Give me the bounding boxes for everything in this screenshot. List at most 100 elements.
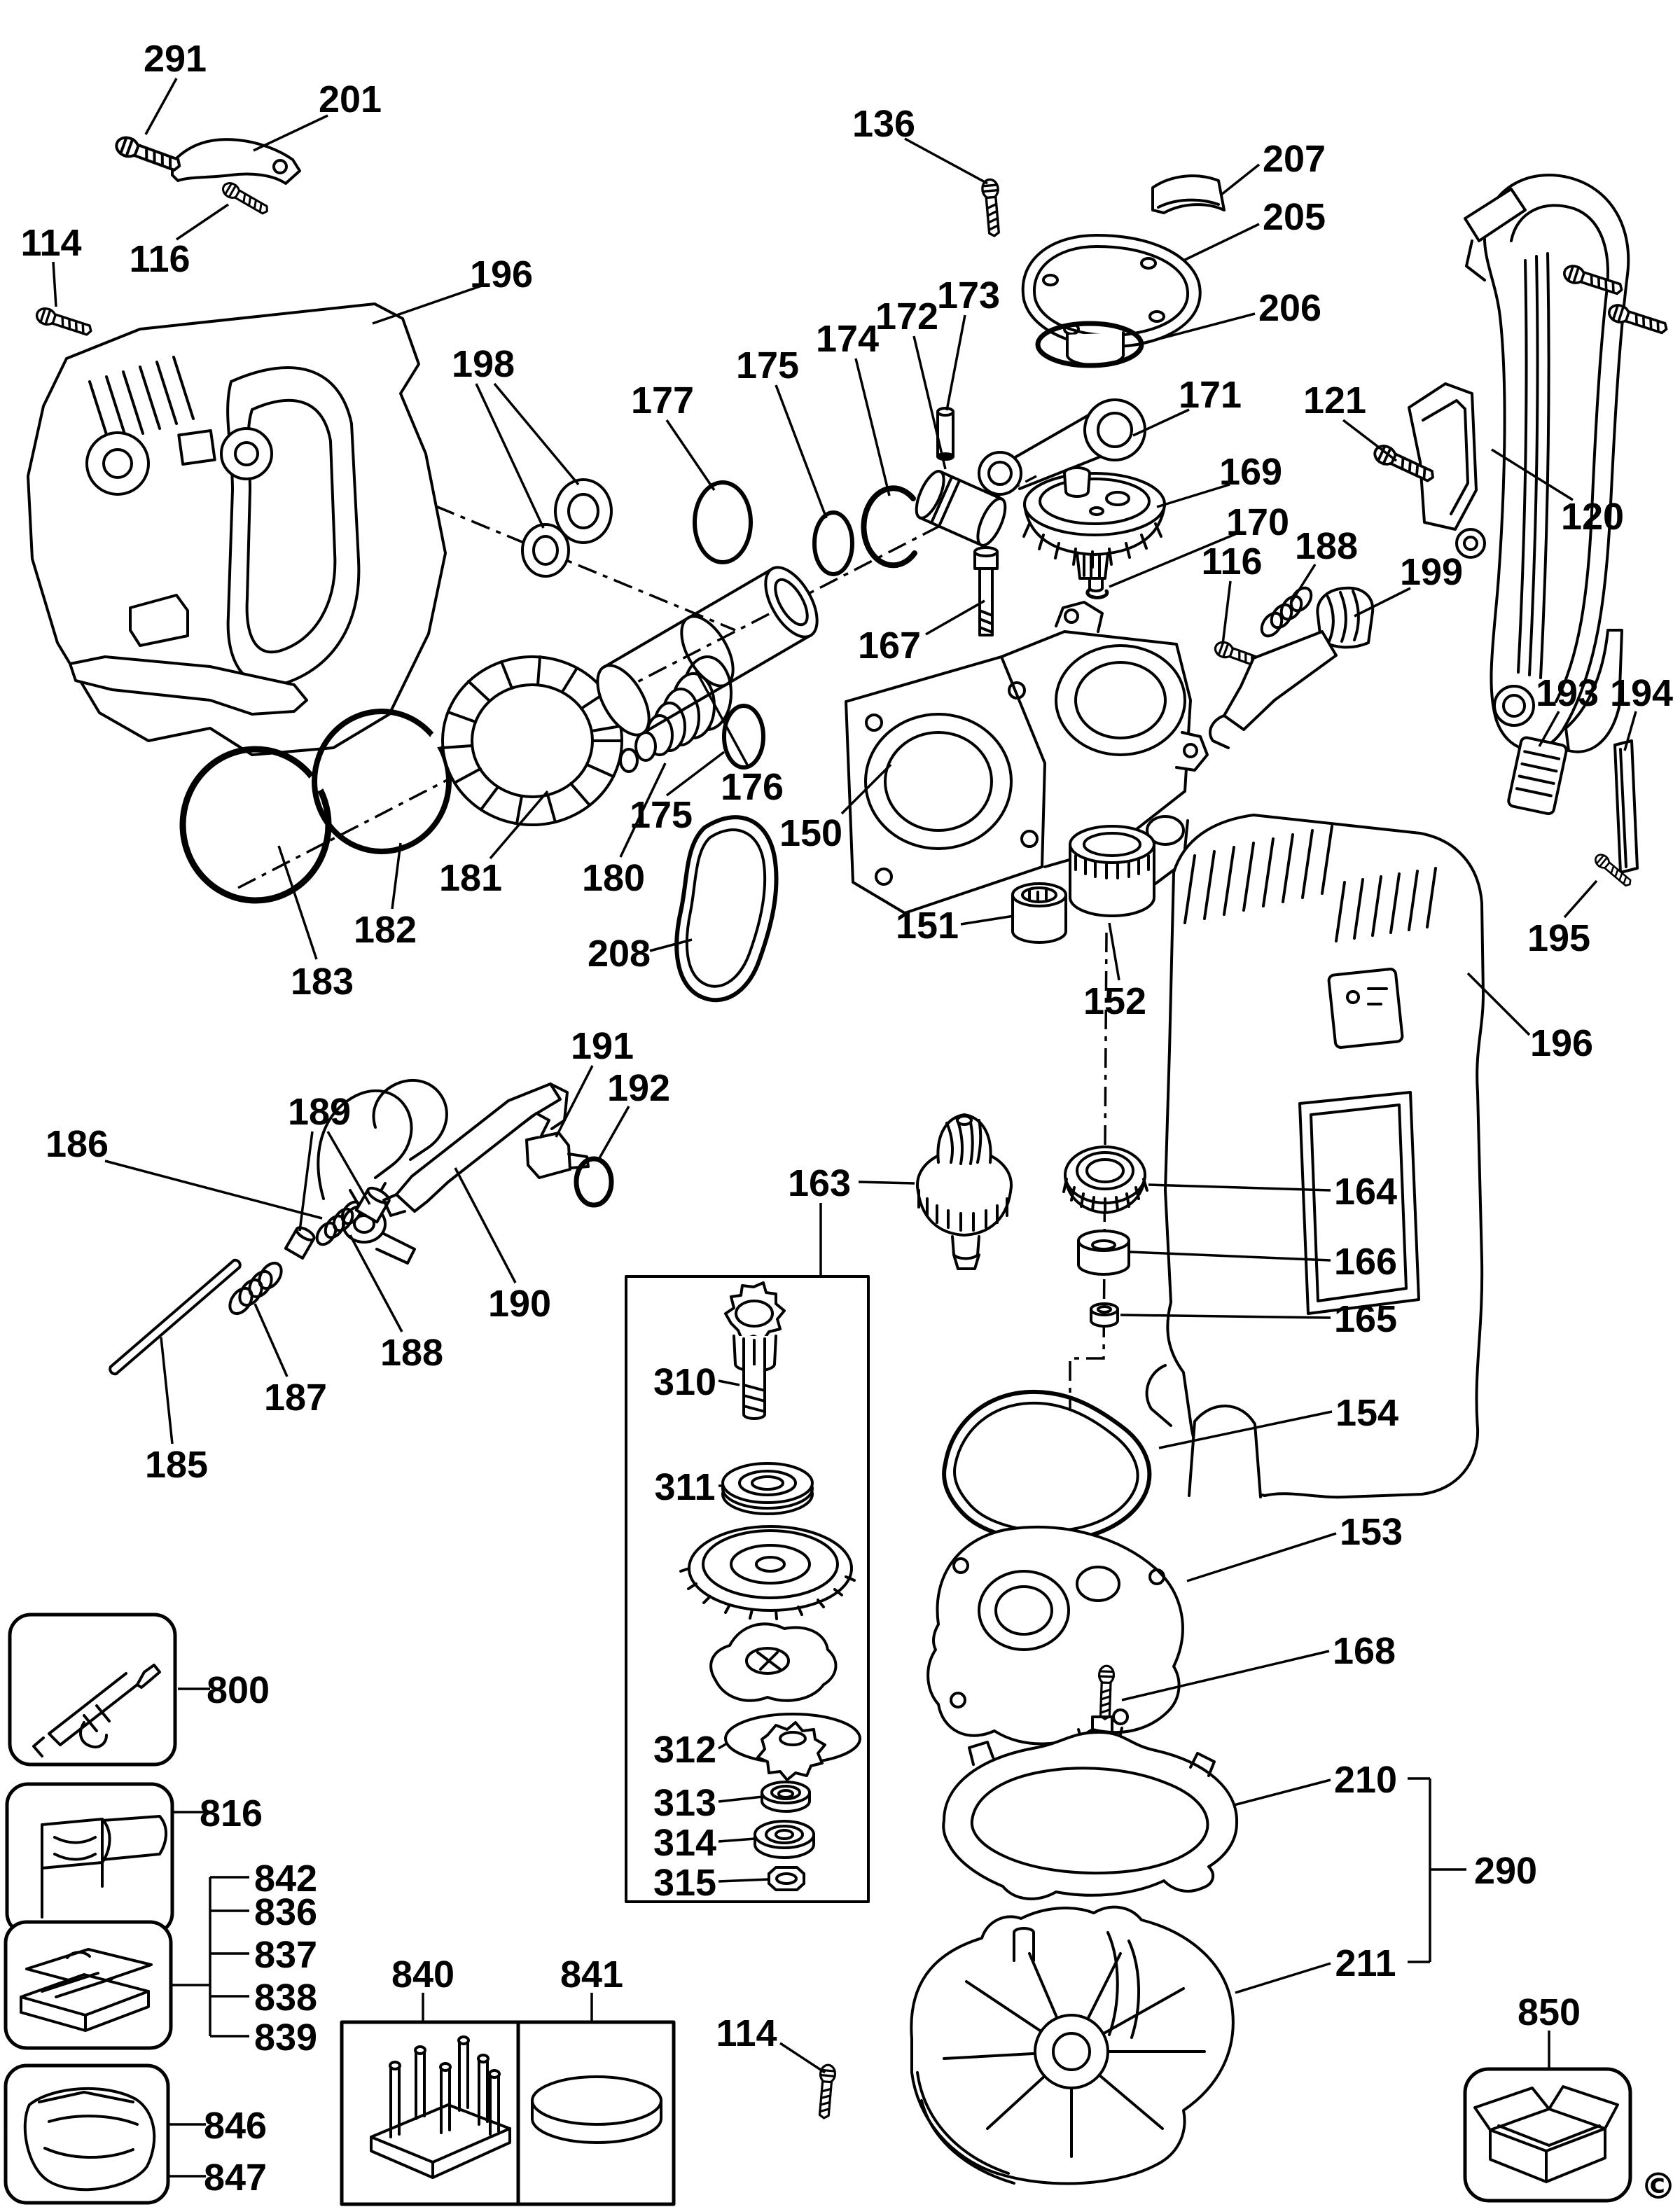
callout-211: 211 [1335,1942,1396,1984]
cup-166-drawing [1077,1230,1130,1276]
screw-291 [112,133,184,176]
callout-189: 189 [288,1091,351,1133]
leader-line-116 [176,203,229,241]
leader-line-194 [1623,711,1637,751]
leader-line-192 [598,1106,630,1159]
lever-190-drawing [382,1082,569,1217]
leader-line-182 [391,842,402,910]
leader-line-170 [1109,532,1237,588]
clip-207-drawing [1151,174,1226,214]
copyright-symbol: © [1640,2166,1676,2207]
kit-box-840-841 [340,2020,676,2206]
o-ring-175-upper-drawing [812,510,854,576]
callout-152: 152 [1083,980,1146,1022]
leader-line-186 [104,1160,323,1220]
o-ring-175-lower-drawing [722,704,765,770]
leader-line-166 [1130,1251,1331,1262]
end-cap-211-drawing [910,1905,1235,2185]
leader-line-198 [475,383,545,529]
callout-layer: 2912011161141961981771751741721731362072… [20,38,1673,2199]
gasket-154-drawing [942,1389,1152,1543]
callout-836: 836 [254,1891,317,1933]
callout-187: 187 [264,1377,327,1419]
clip-170-drawing [1085,587,1109,599]
callout-190: 190 [488,1283,551,1325]
handle-120-drawing [1464,174,1630,753]
callout-175: 175 [736,344,799,387]
bearing-cup-152-drawing [1069,825,1155,917]
screw-116-top [219,179,272,218]
screw-136 [980,177,1004,238]
callout-181: 181 [439,857,502,899]
callout-163: 163 [788,1162,851,1204]
callout-196: 196 [1530,1022,1593,1064]
callout-195: 195 [1527,917,1590,959]
callout-171: 171 [1179,374,1242,416]
callout-176: 176 [721,766,784,808]
leader-line-172 [912,335,947,470]
leader-line-314 [718,1837,756,1843]
callout-314: 314 [653,1822,716,1864]
leader-line-198 [493,382,580,486]
leader-line-150 [840,763,892,815]
callout-201: 201 [319,78,382,120]
callout-169: 169 [1219,451,1282,493]
cylinder-176-drawing [596,566,819,737]
callout-170: 170 [1226,501,1289,543]
callout-121: 121 [1303,380,1366,422]
gasket-208-drawing [674,815,779,1003]
callout-154: 154 [1335,1392,1398,1434]
leader-line-206 [1142,312,1256,344]
callout-205: 205 [1263,196,1326,238]
callout-313: 313 [653,1782,716,1824]
callout-174: 174 [816,318,879,360]
leader-line-183 [277,845,318,960]
callout-194: 194 [1610,672,1673,714]
cover-plate-205-drawing [1021,234,1202,367]
leader-line-174 [854,358,891,496]
callout-193: 193 [1536,672,1599,714]
callout-165: 165 [1334,1298,1397,1340]
callout-840: 840 [391,1954,454,1996]
callout-196: 196 [470,253,533,295]
callout-315: 315 [653,1862,716,1904]
callout-192: 192 [607,1067,670,1109]
callout-114: 114 [716,2012,777,2054]
callout-846: 846 [204,2105,267,2147]
leader-line-196 [1466,972,1531,1036]
baffle-ring-210-drawing [942,1715,1239,1900]
brush-spring-194-drawing [1613,739,1639,874]
leader-line-169 [1156,483,1230,508]
callout-837: 837 [254,1934,317,1976]
leader-line-114 [779,2042,826,2074]
shift-rod-185-drawing [109,1258,242,1376]
ring-177-drawing [693,480,753,564]
leader-line-175 [665,751,726,797]
callout-172: 172 [875,295,938,337]
leader-line-153 [1186,1532,1337,1582]
kit-box-800 [8,1613,177,1767]
callout-173: 173 [937,274,1000,316]
clutch-ring-181-drawing [441,655,623,826]
bevel-gear-163-drawing [916,1113,1013,1270]
callout-206: 206 [1258,287,1321,329]
leader-line-176 [695,670,749,767]
callout-183: 183 [291,961,354,1003]
leader-line-205 [1183,223,1260,262]
callout-186: 186 [46,1123,109,1165]
o-ring-192-drawing [574,1156,614,1208]
leader-line-168 [1121,1650,1330,1701]
callout-841: 841 [560,1954,623,1996]
washers-198-drawing [521,478,613,578]
leader-line-191 [555,1065,594,1138]
leader-line-207 [1220,163,1261,196]
leader-line-173 [945,314,966,411]
callout-800: 800 [207,1669,270,1711]
callout-116: 116 [1201,541,1262,583]
leader-line-313 [718,1795,763,1803]
leader-line-136 [904,137,988,185]
leader-line-120 [1491,448,1574,501]
leader-line-193 [1538,711,1560,747]
